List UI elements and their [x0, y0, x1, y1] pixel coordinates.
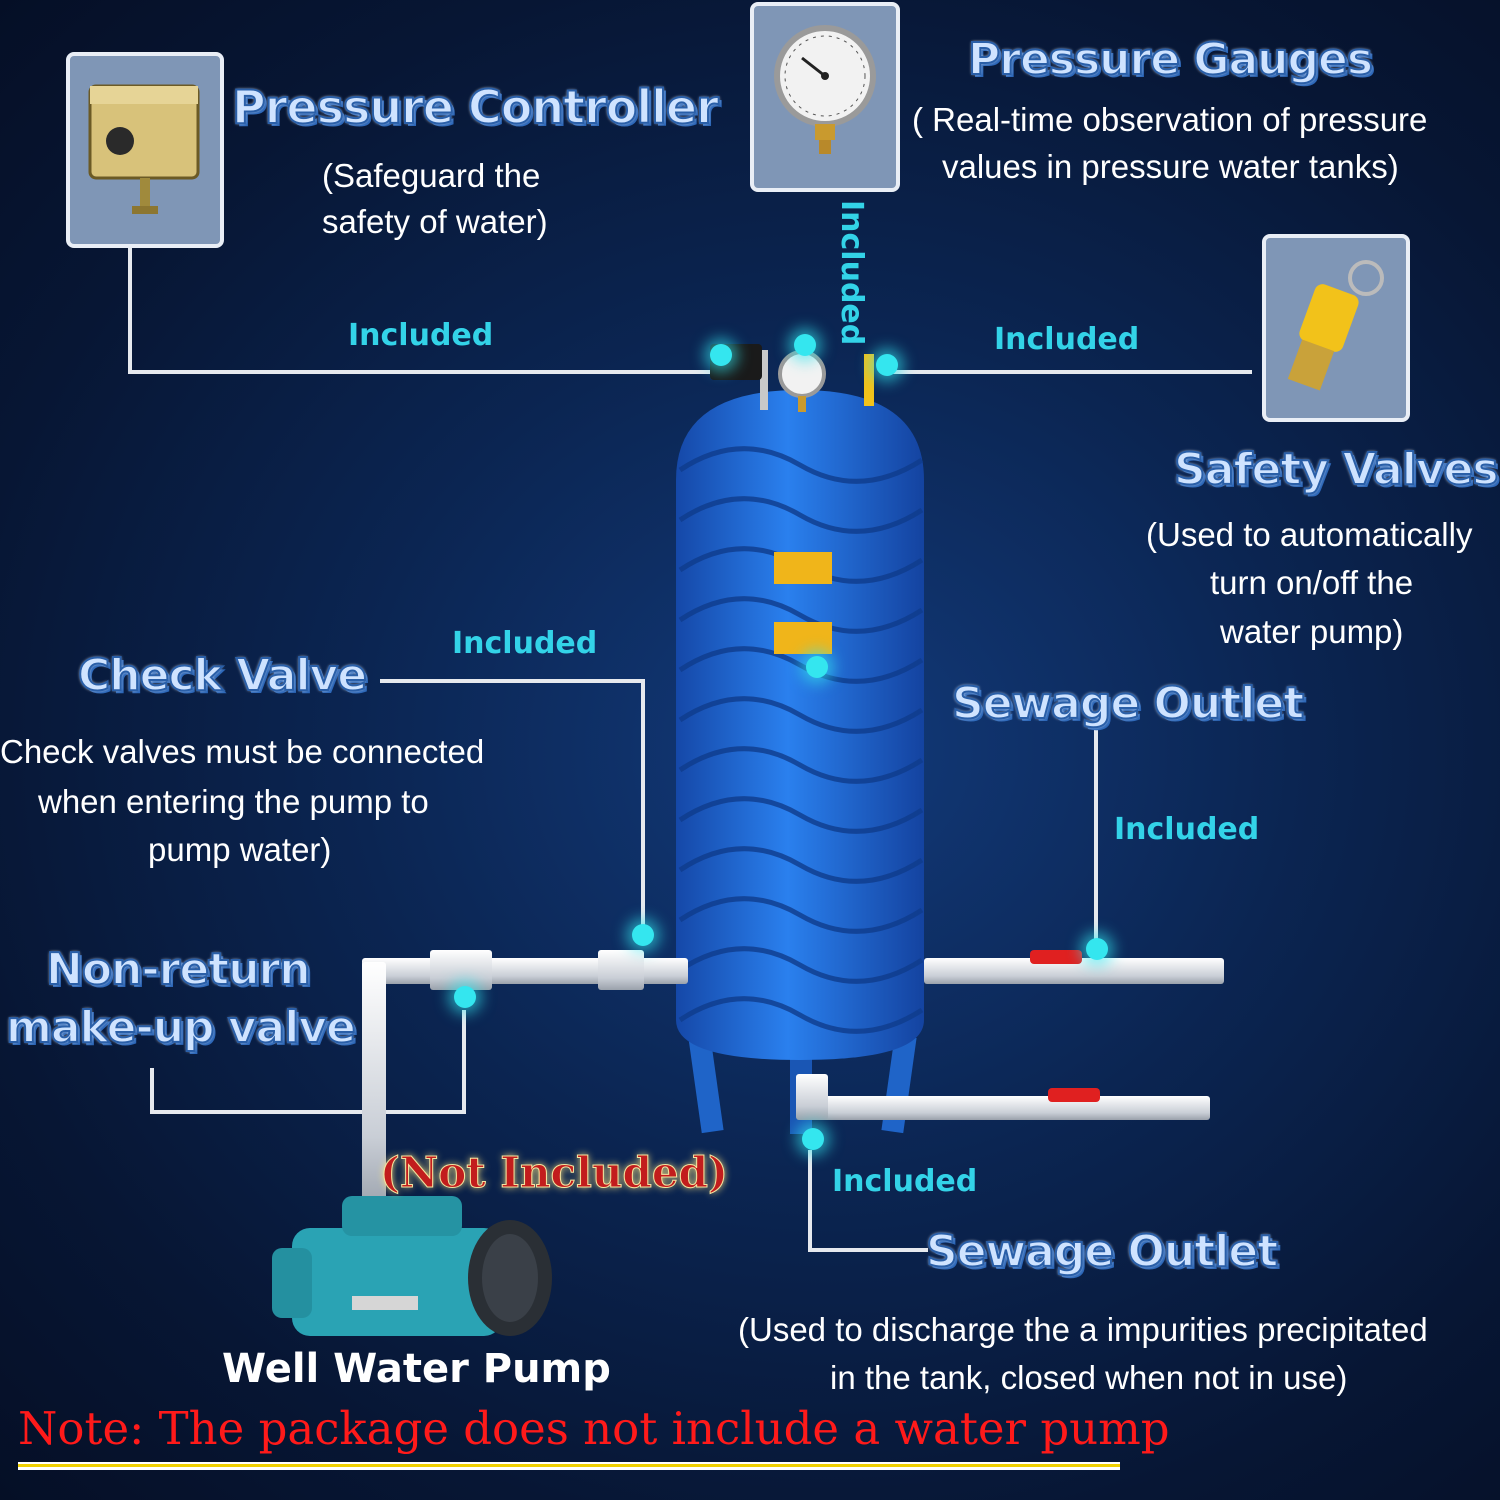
check-valve-connector-v	[641, 679, 645, 929]
safety-valve-image	[1262, 234, 1410, 422]
pressure-controller-image	[66, 52, 224, 248]
bottom-outlet-valve-handle	[1048, 1088, 1100, 1102]
note-underline	[18, 1462, 1120, 1470]
sewage-outlet-bottom-desc-line1: (Used to discharge the a impurities prec…	[738, 1311, 1428, 1348]
pressure-gauge-image	[750, 2, 900, 192]
safety-valves-desc-line1: (Used to automatically	[1146, 516, 1473, 553]
sewage-bottom-connector-v	[808, 1150, 812, 1252]
safety-valve-included: Included	[994, 322, 1140, 357]
check-valve-desc-line3: pump water)	[148, 831, 332, 868]
package-note: Note: The package does not include a wat…	[18, 1402, 1170, 1455]
pump-title: Well Water Pump	[222, 1346, 611, 1392]
non-return-connector-right	[462, 1010, 466, 1114]
marker-sewage-bottom	[802, 1128, 824, 1150]
safety-valve-connector-h	[888, 370, 1252, 374]
pressure-controller-included: Included	[348, 318, 494, 353]
safety-valve-icon	[1287, 260, 1384, 391]
marker-sewage-side	[1086, 938, 1108, 960]
pressure-gauges-title: Pressure Gauges	[967, 33, 1374, 86]
check-valve-desc-line1: Check valves must be connected	[0, 733, 485, 770]
bottom-outlet-pipe	[800, 1096, 1210, 1120]
inlet-union-fitting	[430, 950, 492, 990]
pressure-gauge-included: Included	[834, 200, 869, 346]
side-outlet-valve-handle	[1030, 950, 1082, 964]
well-water-pump	[272, 1196, 552, 1336]
check-valve-included: Included	[452, 626, 598, 661]
pressure-controller-desc-line1: (Safeguard the	[322, 157, 541, 194]
inlet-pipe-vertical	[362, 962, 386, 1212]
sewage-outlet-bottom-desc-line2: in the tank, closed when not in use)	[830, 1359, 1348, 1396]
pressure-controller-connector-h	[128, 370, 710, 374]
pressure-tank	[676, 344, 924, 1134]
marker-pressure-controller	[710, 344, 732, 366]
check-valve-connector-h	[380, 679, 644, 683]
sewage-bottom-connector-h	[808, 1248, 928, 1252]
sewage-outlet-side-included: Included	[1114, 812, 1260, 847]
pressure-controller-title: Pressure Controller	[231, 79, 720, 135]
safety-valves-title: Safety Valves	[1173, 443, 1500, 496]
check-valve-title: Check Valve	[77, 649, 368, 702]
bottom-outlet-elbow	[796, 1074, 828, 1120]
marker-check-valve	[632, 924, 654, 946]
sewage-outlet-bottom-title: Sewage Outlet	[925, 1225, 1279, 1278]
pressure-gauges-desc-line1: ( Real-time observation of pressure	[912, 101, 1428, 138]
pressure-switch-icon	[88, 84, 200, 214]
non-return-connector-h	[150, 1110, 466, 1114]
pressure-controller-connector	[128, 246, 132, 374]
check-valve-desc-line2: when entering the pump to	[38, 783, 429, 820]
pressure-gauge-icon	[774, 25, 876, 154]
pressure-gauges-desc-line2: values in pressure water tanks)	[942, 148, 1399, 185]
marker-non-return	[454, 986, 476, 1008]
safety-valves-desc-line3: water pump)	[1220, 613, 1404, 650]
non-return-title-line1: Non-return	[45, 943, 312, 996]
safety-valves-desc-line2: turn on/off the	[1210, 564, 1414, 601]
sewage-side-connector-v	[1094, 728, 1098, 940]
marker-pressure-gauge	[794, 334, 816, 356]
marker-tank-label	[806, 656, 828, 678]
non-return-title-line2: make-up valve	[5, 1001, 357, 1054]
non-return-connector-left	[150, 1068, 154, 1114]
pump-not-included-label: (Not Included)	[380, 1148, 729, 1198]
sewage-outlet-bottom-included: Included	[832, 1164, 978, 1199]
marker-safety-valve	[876, 354, 898, 376]
pressure-controller-desc-line2: safety of water)	[322, 203, 548, 240]
check-valve-fitting	[598, 950, 644, 990]
sewage-outlet-side-title: Sewage Outlet	[951, 677, 1305, 730]
